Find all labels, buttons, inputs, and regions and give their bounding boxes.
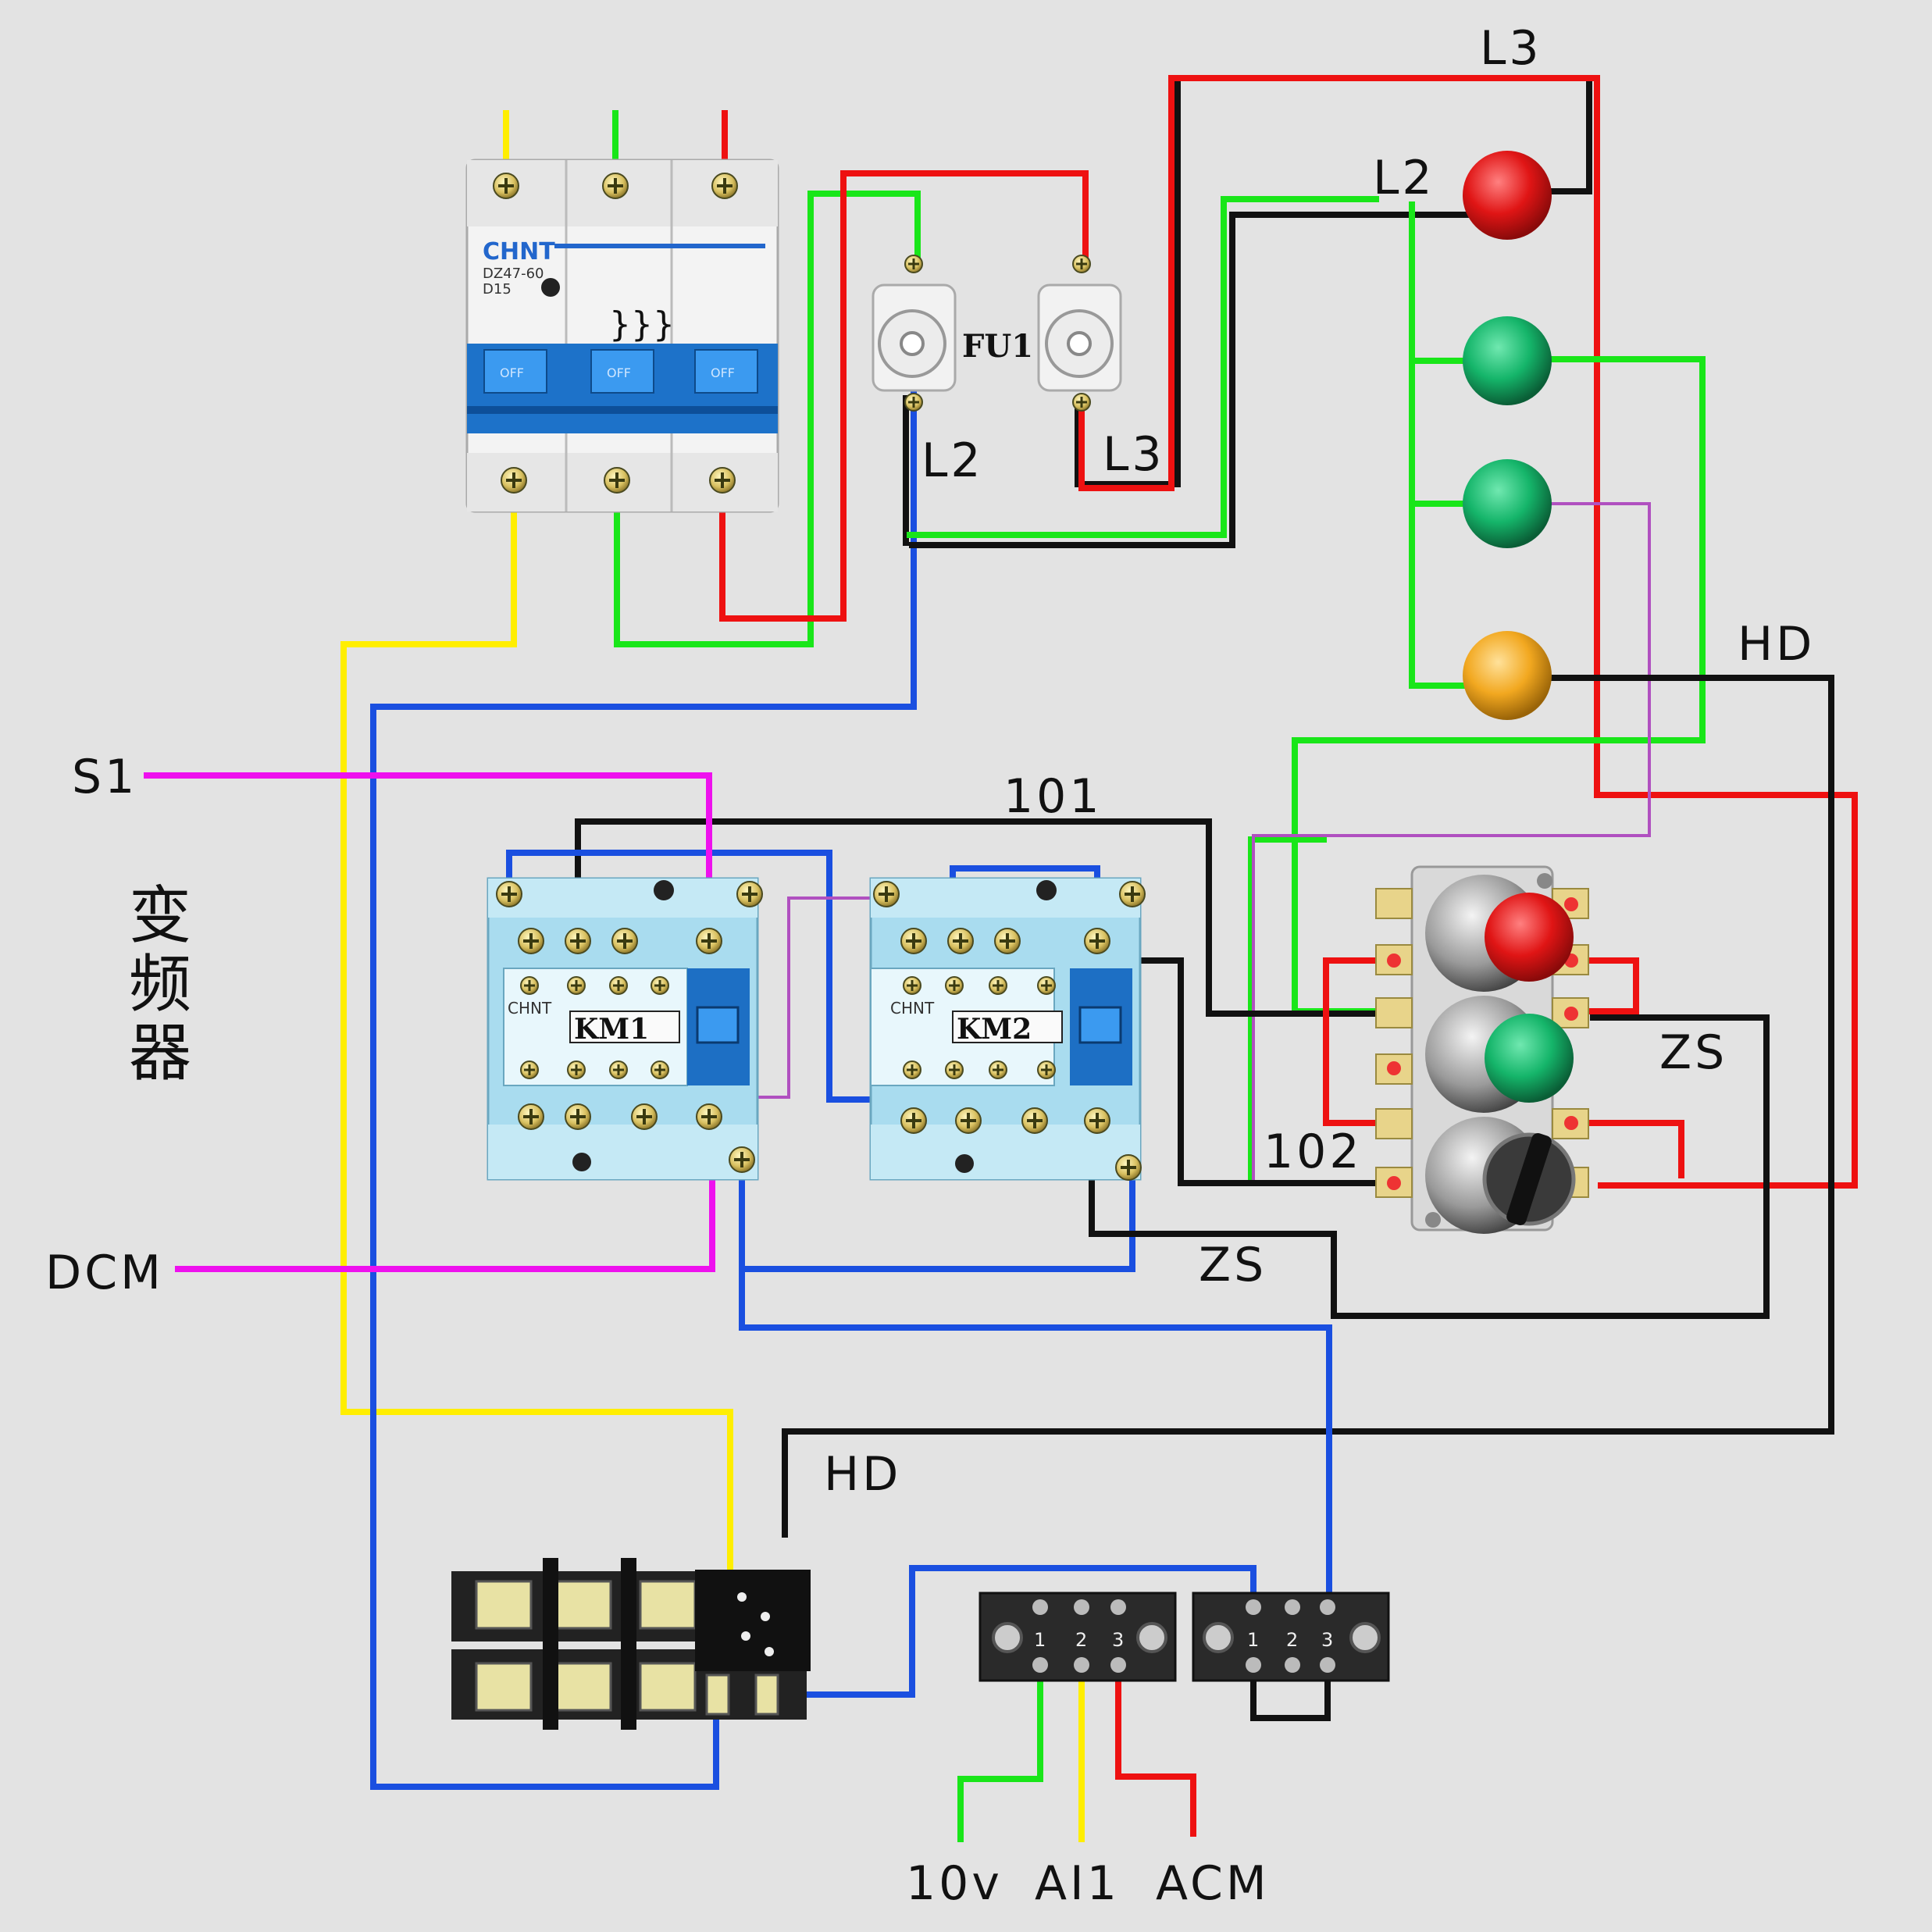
fuse-holders xyxy=(872,254,1122,412)
wire-blue-vfd-to-terminal xyxy=(782,1565,1257,1698)
label-101: 101 xyxy=(1003,769,1103,824)
wire-green-10v xyxy=(957,1674,1043,1842)
strip-right-num-1: 1 xyxy=(1247,1629,1259,1651)
wire-black-terminal-jumper xyxy=(1250,1668,1331,1721)
wire-red-breaker-to-fuse xyxy=(719,170,1089,622)
label-inverter: 变频器 xyxy=(129,879,191,1089)
fuse-holder-icon xyxy=(872,283,957,392)
terminal-strip-left: 1 2 3 xyxy=(978,1592,1177,1682)
wire-blue-fuse-l2 xyxy=(370,387,917,1790)
label-s1: S1 xyxy=(72,750,137,804)
km2-label: KM2 xyxy=(957,1013,1032,1046)
wire-yellow-breaker-to-vfd xyxy=(340,512,733,1574)
label-acm: ACM xyxy=(1156,1856,1270,1911)
label-l3-fuse: L3 xyxy=(1103,427,1165,482)
push-button-station xyxy=(1375,865,1589,1234)
pilot-lamp-green-icon xyxy=(1463,316,1552,405)
label-dcm: DCM xyxy=(45,1246,164,1300)
breaker-switch-label-2: OFF xyxy=(607,365,631,380)
contactor-km1: CHNT KM1 xyxy=(487,877,764,1181)
fuse-holder-icon xyxy=(1037,283,1122,392)
label-10v: 10v xyxy=(906,1856,1003,1911)
labels: L3 L2 FU1 L2 L3 HD S1 101 ZS 102 DCM ZS … xyxy=(45,21,1815,1911)
label-l3-top: L3 xyxy=(1480,21,1542,76)
km1-brand: CHNT xyxy=(508,999,552,1018)
wires xyxy=(144,75,1858,1842)
push-button-icon[interactable] xyxy=(1425,875,1574,992)
push-button-icon[interactable] xyxy=(1425,996,1574,1113)
wire-black-hd xyxy=(782,675,1834,1538)
breaker-brand: CHNT xyxy=(483,238,555,266)
wire-green-l2-bus xyxy=(907,196,1379,538)
label-fu1: FU1 xyxy=(962,328,1033,365)
wire-green-lamp-bus xyxy=(1409,201,1471,689)
contactor-km2: CHNT KM2 xyxy=(869,877,1146,1182)
strip-left-num-3: 3 xyxy=(1112,1629,1124,1651)
label-zs-panel: ZS xyxy=(1659,1025,1727,1080)
breaker-switch-1[interactable] xyxy=(483,349,547,394)
vfd-power-terminal-block xyxy=(451,1558,811,1730)
pilot-lamp-green-icon xyxy=(1463,459,1552,548)
wire-red-l3-fuse xyxy=(1078,75,1858,1189)
label-102: 102 xyxy=(1264,1125,1363,1179)
selector-switch-icon[interactable] xyxy=(1425,1117,1576,1234)
km1-label: KM1 xyxy=(574,1013,649,1046)
breaker-symbol: }}} xyxy=(609,305,675,344)
pilot-lamps xyxy=(1463,151,1552,720)
breaker-switch-label-1: OFF xyxy=(500,365,524,380)
wire-red-pb-right-2 xyxy=(1582,1120,1684,1178)
label-l2-top: L2 xyxy=(1373,151,1435,205)
wire-black-km2-zs xyxy=(1089,1014,1770,1319)
label-hd-right: HD xyxy=(1738,617,1815,672)
signal-terminal-strips: 1 2 3 1 2 3 xyxy=(978,1592,1390,1682)
label-ai1: AI1 xyxy=(1035,1856,1120,1911)
wire-blue-km-bottom xyxy=(739,1121,1135,1272)
breaker-model: DZ47-60 xyxy=(483,266,544,282)
wire-green-lamp-return-2 xyxy=(1248,836,1327,1186)
label-l2-fuse: L2 xyxy=(921,433,984,488)
label-hd-bottom: HD xyxy=(824,1447,901,1502)
ccc-mark-icon xyxy=(541,278,560,297)
wire-red-acm xyxy=(1115,1674,1196,1837)
wire-red-pb-loop xyxy=(1323,957,1401,1126)
strip-right-num-3: 3 xyxy=(1321,1629,1333,1651)
wire-green-breaker-to-fuse xyxy=(614,191,921,647)
breaker-switch-2[interactable] xyxy=(590,349,654,394)
wire-red-pb-right xyxy=(1582,957,1639,1014)
terminal-strip-right: 1 2 3 xyxy=(1192,1592,1390,1682)
strip-left-num-1: 1 xyxy=(1034,1629,1046,1651)
breaker-switch-3[interactable] xyxy=(694,349,758,394)
strip-left-num-2: 2 xyxy=(1075,1629,1087,1651)
wire-black-101 xyxy=(575,818,1401,1017)
wire-black-l2-bus xyxy=(909,212,1471,548)
circuit-breaker: CHNT DZ47-60 D15 }}} OFF OFF OFF xyxy=(465,159,779,513)
breaker-switch-label-3: OFF xyxy=(711,365,735,380)
breaker-rating: D15 xyxy=(483,281,512,298)
label-zs-bottom: ZS xyxy=(1199,1238,1267,1292)
wire-black-l3-fuse xyxy=(1075,75,1592,487)
strip-right-num-2: 2 xyxy=(1286,1629,1298,1651)
pilot-lamp-yellow-icon xyxy=(1463,631,1552,720)
wire-blue-km-to-terminal xyxy=(739,1231,1332,1602)
pilot-lamp-red-icon xyxy=(1463,151,1552,240)
km2-brand: CHNT xyxy=(890,999,935,1018)
